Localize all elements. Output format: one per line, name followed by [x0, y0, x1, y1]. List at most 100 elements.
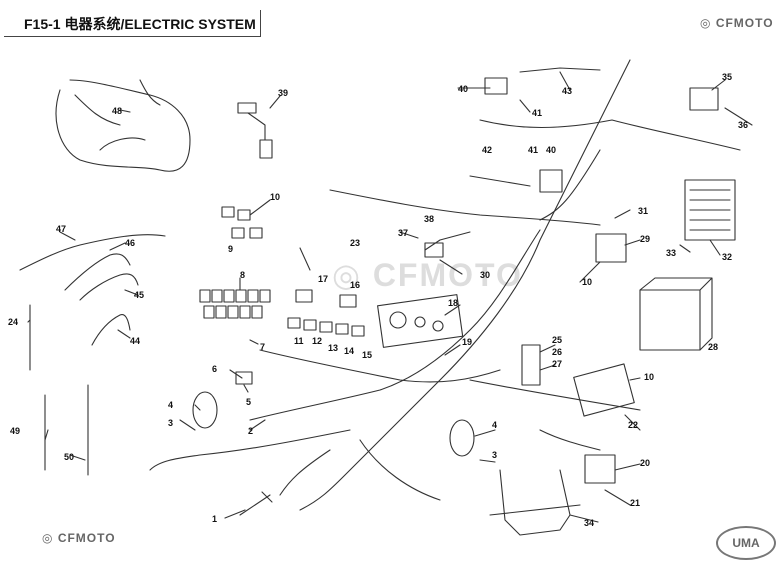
callout-21: 21 — [630, 498, 640, 508]
callout-46: 46 — [125, 238, 135, 248]
callout-7: 7 — [260, 342, 265, 352]
callout-15: 15 — [362, 350, 372, 360]
part-18-kit — [377, 294, 464, 348]
part-40b — [539, 169, 563, 193]
part-4-horn-left — [192, 391, 218, 429]
callout-33: 33 — [666, 248, 676, 258]
callout-10c: 10 — [644, 372, 654, 382]
callout-39: 39 — [278, 88, 288, 98]
cfmoto-logo-icon: ◎ — [700, 16, 716, 30]
callout-10b: 10 — [582, 277, 592, 287]
part-28-battery — [639, 277, 713, 351]
callout-47: 47 — [56, 224, 66, 234]
brand-text-top: CFMOTO — [715, 16, 774, 30]
callout-3b: 3 — [492, 450, 497, 460]
callout-44: 44 — [130, 336, 140, 346]
callout-32: 32 — [722, 252, 732, 262]
part-32-regulator — [684, 179, 736, 241]
part-40 — [484, 77, 508, 95]
harness-lower — [149, 429, 441, 501]
callout-34: 34 — [584, 518, 594, 528]
callout-12: 12 — [312, 336, 322, 346]
watermark: ◎ CFMOTO — [332, 256, 523, 294]
callout-50: 50 — [64, 452, 74, 462]
part-9-relay-b — [237, 209, 251, 221]
part-9-relay-c — [231, 227, 245, 239]
callout-29: 29 — [640, 234, 650, 244]
callout-25: 25 — [552, 335, 562, 345]
header-frame: F15-1 电器系统/ELECTRIC SYSTEM — [4, 10, 261, 37]
callout-11: 11 — [294, 336, 304, 346]
callout-40a: 40 — [458, 84, 468, 94]
harness-left-top — [329, 189, 601, 226]
callout-42: 42 — [482, 145, 492, 155]
callout-37: 37 — [398, 228, 408, 238]
callout-38: 38 — [424, 214, 434, 224]
part-8-fuses — [199, 289, 271, 319]
part-29-relay — [595, 233, 627, 263]
callout-19: 19 — [462, 337, 472, 347]
harness-30 — [249, 229, 541, 421]
harness-middle — [259, 349, 501, 383]
part-1-sensor — [239, 491, 273, 516]
part-42 — [469, 175, 531, 187]
callout-48: 48 — [112, 106, 122, 116]
brand-bottom-left: ◎ CFMOTO — [42, 531, 116, 545]
callout-13: 13 — [328, 343, 338, 353]
callout-5: 5 — [246, 397, 251, 407]
harness-right — [469, 379, 641, 451]
part-45 — [79, 273, 139, 301]
callout-10a: 10 — [270, 192, 280, 202]
part-22-ecu — [573, 363, 635, 417]
callout-41b: 41 — [528, 145, 538, 155]
callout-24: 24 — [8, 317, 18, 327]
part-16 — [339, 294, 357, 308]
uma-logo-icon: UMA — [716, 526, 776, 560]
part-6 — [235, 371, 253, 385]
watermark-text: CFMOTO — [372, 257, 523, 293]
cfmoto-watermark-logo-icon: ◎ — [332, 257, 373, 293]
part-35 — [689, 87, 719, 111]
part-4-horn-right — [449, 419, 475, 457]
callout-36: 36 — [738, 120, 748, 130]
callout-30: 30 — [480, 270, 490, 280]
uma-logo-text: UMA — [732, 536, 760, 550]
part-47 — [19, 234, 166, 271]
brand-top-right: ◎ CFMOTO — [700, 16, 774, 30]
callout-17: 17 — [318, 274, 328, 284]
callout-45: 45 — [134, 290, 144, 300]
part-34-bracket — [489, 469, 581, 536]
part-48-loom — [55, 79, 191, 172]
callout-14: 14 — [344, 346, 354, 356]
callout-27: 27 — [552, 359, 562, 369]
part-20 — [584, 454, 616, 484]
callout-2: 2 — [248, 426, 253, 436]
part-39 — [237, 102, 257, 114]
cfmoto-logo-icon-footer: ◎ — [42, 531, 58, 545]
main-harness-branch — [479, 119, 741, 221]
callout-6: 6 — [212, 364, 217, 374]
part-17 — [295, 289, 313, 303]
callout-35: 35 — [722, 72, 732, 82]
part-11-14-connectors — [287, 317, 365, 337]
page-title: F15-1 电器系统/ELECTRIC SYSTEM — [24, 16, 256, 32]
callout-1: 1 — [212, 514, 217, 524]
brand-text-footer: CFMOTO — [57, 531, 116, 545]
callout-49: 49 — [10, 426, 20, 436]
callout-18: 18 — [448, 298, 458, 308]
main-harness — [299, 59, 631, 511]
callout-8: 8 — [240, 270, 245, 280]
callout-4a: 4 — [168, 400, 173, 410]
callout-31: 31 — [638, 206, 648, 216]
part-9-relay-a — [221, 206, 235, 218]
part-46 — [64, 253, 131, 291]
callout-9: 9 — [228, 244, 233, 254]
part-43 — [519, 67, 601, 73]
callout-43: 43 — [562, 86, 572, 96]
callout-4b: 4 — [492, 420, 497, 430]
callout-23: 23 — [350, 238, 360, 248]
part-44 — [91, 314, 131, 346]
callout-41a: 41 — [532, 108, 542, 118]
